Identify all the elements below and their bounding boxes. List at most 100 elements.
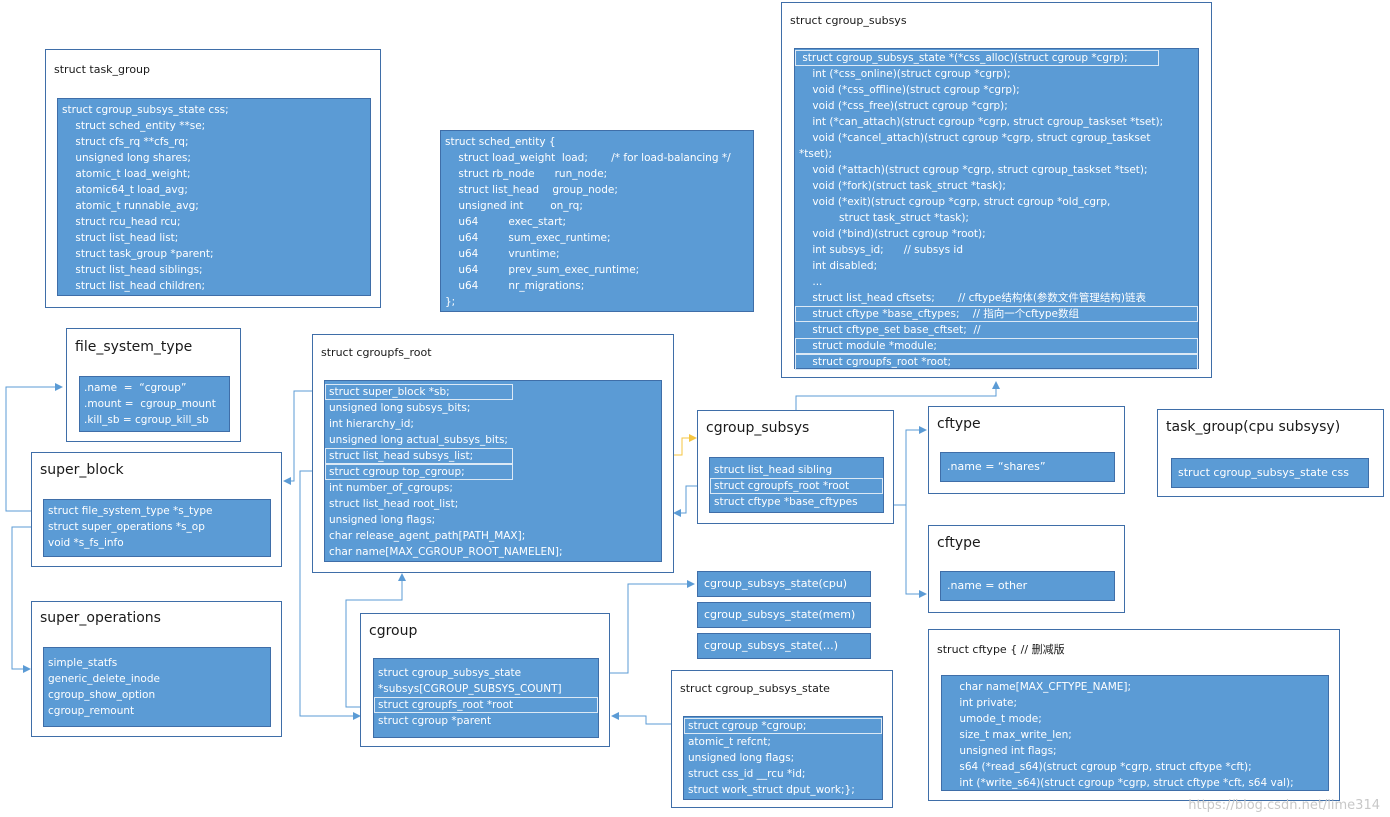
cgroup-subsys-box: cgroup_subsys struct list_head sibling s… [697, 410, 894, 524]
field-line: struct css_id __rcu *id; [688, 768, 806, 780]
field-line: unsigned long flags; [688, 752, 795, 764]
super-block-box: super_block struct file_system_type *s_t… [31, 452, 282, 567]
field-line: struct list_head siblings; [62, 264, 203, 276]
cgroup-subsys-fields: struct list_head sibling struct cgroupfs… [709, 457, 884, 513]
field-line: struct list_head root_list; [329, 498, 459, 510]
field-line: unsigned long actual_subsys_bits; [329, 434, 508, 446]
super-block-title: super_block [40, 462, 124, 478]
field-line: struct module *module; [795, 338, 1198, 354]
field-line: struct task_group *parent; [62, 248, 214, 260]
super-operations-box: super_operations simple_statfs generic_d… [31, 601, 282, 737]
file-system-type-box: file_system_type .name = “cgroup” .mount… [66, 328, 241, 442]
cftype-other-title: cftype [937, 535, 981, 551]
field-line: unsigned long subsys_bits; [329, 402, 471, 414]
cftype-struct-fields: char name[MAX_CFTYPE_NAME]; int private;… [941, 675, 1329, 791]
cgroup-subsys-state-fields: struct cgroup *cgroup; atomic_t refcnt; … [683, 716, 883, 800]
field-line: struct cfs_rq **cfs_rq; [62, 136, 189, 148]
css-other: cgroup_subsys_state(…) [697, 633, 871, 659]
cgroup-title: cgroup [369, 623, 418, 639]
field-line: struct cgroupfs_root *root; [795, 354, 1198, 370]
field-line: void (*bind)(struct cgroup *root); [799, 228, 986, 240]
task-group-title: struct task_group [54, 63, 150, 76]
field-line: atomic_t load_weight; [62, 168, 191, 180]
field-line: atomic_t runnable_avg; [62, 200, 199, 212]
field-line: int (*css_online)(struct cgroup *cgrp); [799, 68, 1011, 80]
field-line: .mount = cgroup_mount [84, 398, 216, 410]
cgroup-subsys-state-title: struct cgroup_subsys_state [680, 682, 830, 695]
field-line: struct cftype *base_cftypes [714, 496, 858, 508]
field-line: u64 prev_sum_exec_runtime; [445, 264, 640, 276]
field-line: struct cgroup *parent [378, 715, 492, 727]
watermark: https://blog.csdn.net/lime314 [1188, 798, 1380, 813]
field-line: int (*write_s64)(struct cgroup *cgrp, st… [946, 777, 1294, 789]
field-line: u64 sum_exec_runtime; [445, 232, 611, 244]
field-line: u64 vruntime; [445, 248, 560, 260]
field-line: struct cftype_set base_cftset; // [799, 324, 981, 336]
cftype-shares-box: cftype .name = “shares” [928, 406, 1125, 494]
field-line: s64 (*read_s64)(struct cgroup *cgrp, str… [946, 761, 1252, 773]
field-line: char release_agent_path[PATH_MAX]; [329, 530, 526, 542]
field-line: struct cgroup *cgroup; [684, 718, 882, 734]
field-line: unsigned int on_rq; [445, 200, 583, 212]
field-line: struct work_struct dput_work;}; [688, 784, 855, 796]
field-line: struct cgroupfs_root *root [710, 478, 883, 494]
field-line: int number_of_cgroups; [329, 482, 453, 494]
field-line: unsigned int flags; [946, 745, 1057, 757]
field-line: .name = “cgroup” [84, 382, 187, 394]
field-line: cgroup_remount [48, 705, 135, 717]
field-line: struct super_block *sb; [325, 384, 513, 400]
field-line: struct list_head children; [62, 280, 206, 292]
task-group-box: struct task_group struct cgroup_subsys_s… [45, 49, 381, 308]
field-line: simple_statfs [48, 657, 118, 669]
field-line: unsigned long shares; [62, 152, 191, 164]
field-line: u64 nr_migrations; [445, 280, 585, 292]
field-line: atomic_t refcnt; [688, 736, 771, 748]
task-group-cpu-box: task_group(cpu subsysy) struct cgroup_su… [1157, 409, 1384, 497]
cgroupfs-root-title: struct cgroupfs_root [321, 346, 432, 359]
file-system-type-title: file_system_type [75, 339, 193, 355]
field-line: *tset); [799, 148, 833, 160]
field-line: ... [799, 276, 823, 288]
field-line: void (*fork)(struct task_struct *task); [799, 180, 1006, 192]
field-line: struct list_head subsys_list; [325, 448, 513, 464]
super-block-fields: struct file_system_type *s_type struct s… [43, 499, 271, 557]
cftype-shares-title: cftype [937, 416, 981, 432]
field-line: unsigned long flags; [329, 514, 436, 526]
field-line: struct cftype *base_cftypes; // 指向一个cfty… [795, 306, 1198, 322]
wire-cftypes-to-other [905, 505, 927, 598]
cftype-struct-box: struct cftype { // 删减版 char name[MAX_CFT… [928, 629, 1340, 801]
cgroup-subsys-struct-fields: struct cgroup_subsys_state *(*css_alloc)… [794, 48, 1199, 370]
field-line: struct cgroup_subsys_state *(*css_alloc)… [795, 50, 1159, 66]
field-line: struct list_head sibling [714, 464, 833, 476]
task-group-fields: struct cgroup_subsys_state css; struct s… [57, 98, 371, 296]
file-system-type-fields: .name = “cgroup” .mount = cgroup_mount .… [79, 376, 230, 432]
cgroup-subsys-struct-title: struct cgroup_subsys [790, 14, 907, 27]
field-line: int (*can_attach)(struct cgroup *cgrp, s… [799, 116, 1164, 128]
cftype-shares-name: .name = “shares” [940, 452, 1115, 482]
field-line: void (*css_free)(struct cgroup *cgrp); [799, 100, 1008, 112]
field-line: }; [445, 296, 456, 308]
cgroup-subsys-state-box: struct cgroup_subsys_state struct cgroup… [671, 670, 893, 808]
cgroupfs-root-fields: struct super_block *sb; unsigned long su… [324, 380, 662, 562]
field-line: struct cgroup_subsys_state [378, 667, 522, 679]
cgroupfs-root-box: struct cgroupfs_root struct super_block … [312, 334, 674, 573]
field-line: struct super_operations *s_op [48, 521, 205, 533]
cftype-other-box: cftype .name = other [928, 525, 1125, 613]
field-line: .kill_sb = cgroup_kill_sb [84, 414, 209, 426]
field-line: void (*attach)(struct cgroup *cgrp, stru… [799, 164, 1148, 176]
field-line: void (*cancel_attach)(struct cgroup *cgr… [799, 132, 1151, 144]
cgroup-fields: struct cgroup_subsys_state *subsys[CGROU… [373, 658, 599, 738]
field-line: struct sched_entity { [445, 136, 556, 148]
cgroup-box: cgroup struct cgroup_subsys_state *subsy… [360, 613, 610, 747]
field-line: size_t max_write_len; [946, 729, 1072, 741]
css-cpu: cgroup_subsys_state(cpu) [697, 571, 871, 597]
field-line: umode_t mode; [946, 713, 1042, 725]
field-line: char name[MAX_CGROUP_ROOT_NAMELEN]; [329, 546, 563, 558]
field-line: struct rcu_head rcu; [62, 216, 181, 228]
sched-entity-box: struct sched_entity { struct load_weight… [440, 130, 754, 312]
field-line: struct sched_entity **se; [62, 120, 206, 132]
field-line: struct cgroup top_cgroup; [325, 464, 513, 480]
field-line: struct cgroupfs_root *root [374, 697, 598, 713]
field-line: generic_delete_inode [48, 673, 160, 685]
field-line: int hierarchy_id; [329, 418, 414, 430]
